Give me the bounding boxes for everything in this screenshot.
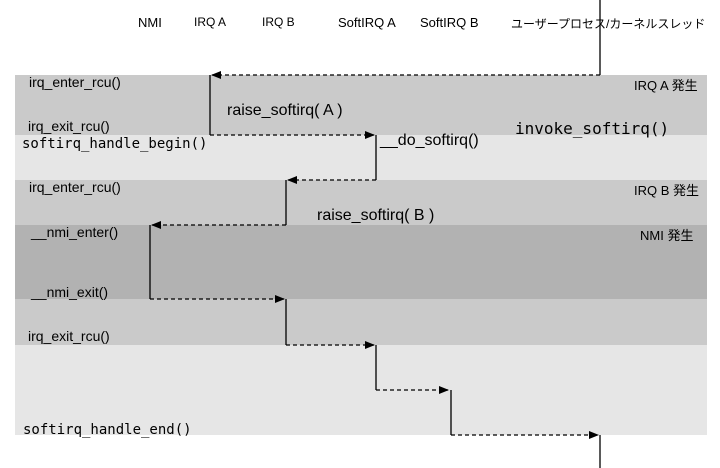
column-header-irq-a: IRQ A — [194, 15, 227, 29]
column-header-user-process: ユーザープロセス/カーネルスレッド — [511, 17, 706, 31]
label-nmi-enter: __nmi_enter() — [31, 224, 119, 240]
band-softirq-begin — [15, 135, 707, 180]
label-softirq-handle-end: softirq_handle_end() — [23, 422, 192, 438]
label-irq-enter-rcu-b: irq_enter_rcu() — [29, 179, 121, 195]
event-irq-a: IRQ A 発生 — [634, 78, 698, 93]
label-raise-softirq-a: raise_softirq( A ) — [227, 102, 343, 119]
column-header-softirq-a: SoftIRQ A — [338, 15, 396, 30]
label-irq-enter-rcu-a: irq_enter_rcu() — [29, 74, 121, 90]
event-nmi: NMI 発生 — [640, 228, 694, 243]
column-header-irq-b: IRQ B — [262, 15, 295, 29]
label-irq-exit-rcu-a: irq_exit_rcu() — [28, 118, 110, 134]
column-header-nmi: NMI — [138, 15, 162, 30]
event-irq-b: IRQ B 発生 — [634, 183, 700, 198]
column-header-softirq-b: SoftIRQ B — [420, 15, 479, 30]
label-nmi-exit: __nmi_exit() — [31, 284, 109, 300]
label-softirq-handle-begin: softirq_handle_begin() — [22, 136, 208, 152]
band-irq-a — [15, 75, 707, 135]
band-irq-exit — [15, 299, 707, 345]
label-invoke-softirq: invoke_softirq() — [515, 119, 670, 138]
label-do-softirq: __do_softirq() — [380, 132, 479, 149]
label-raise-softirq-b: raise_softirq( B ) — [317, 207, 435, 224]
band-irq-b — [15, 180, 707, 225]
band-softirq-end — [15, 345, 707, 435]
band-nmi — [15, 225, 707, 299]
label-irq-exit-rcu-b: irq_exit_rcu() — [28, 328, 110, 344]
